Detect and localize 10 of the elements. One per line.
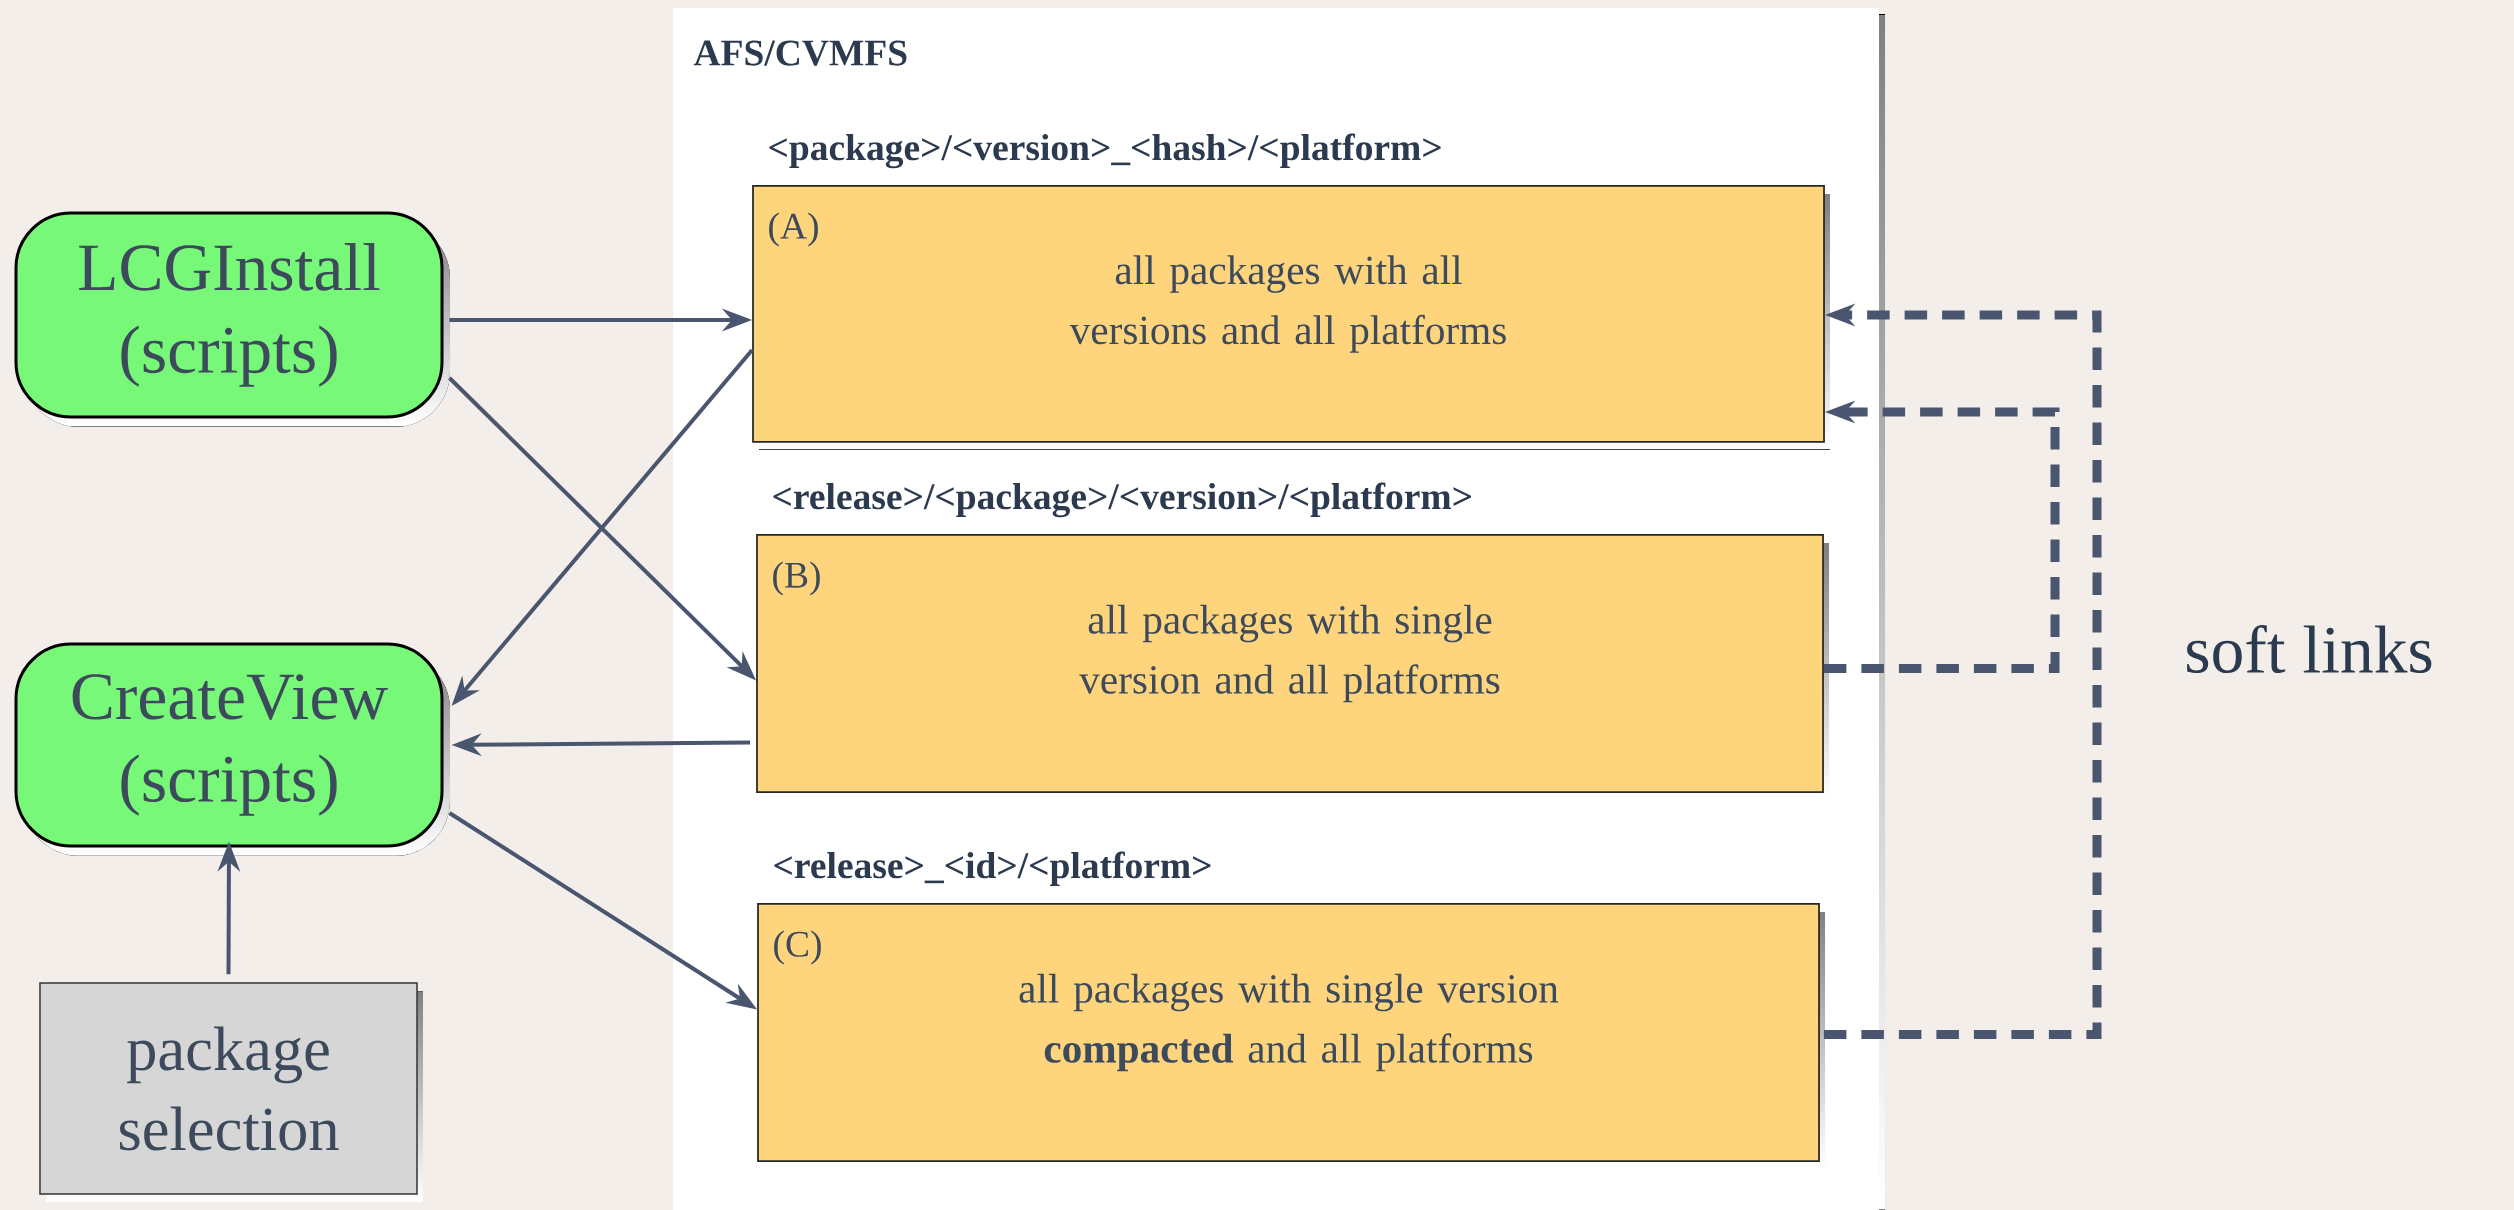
annotation-label: soft links [2187,624,2432,674]
package-area-box: (B) all packages with single version and all platforms [756,534,1829,800]
path-heading: <release>_<id>/<platform> [774,851,1211,886]
selection-box: package selection [39,982,423,1202]
package-area-box: (C) all packages with single version compacted and all platforms [757,903,1825,1169]
script-box: LCGInstall (scripts) [14,211,450,427]
script-box: CreateView (scripts) [14,642,450,856]
path-heading: <release>/<package>/<version>/<platform> [773,482,1471,518]
path-heading: <package>/<version>_<hash>/<platform> [769,133,1441,169]
package-area-box: (A) all packages with all versions and all platforms [752,185,1830,450]
